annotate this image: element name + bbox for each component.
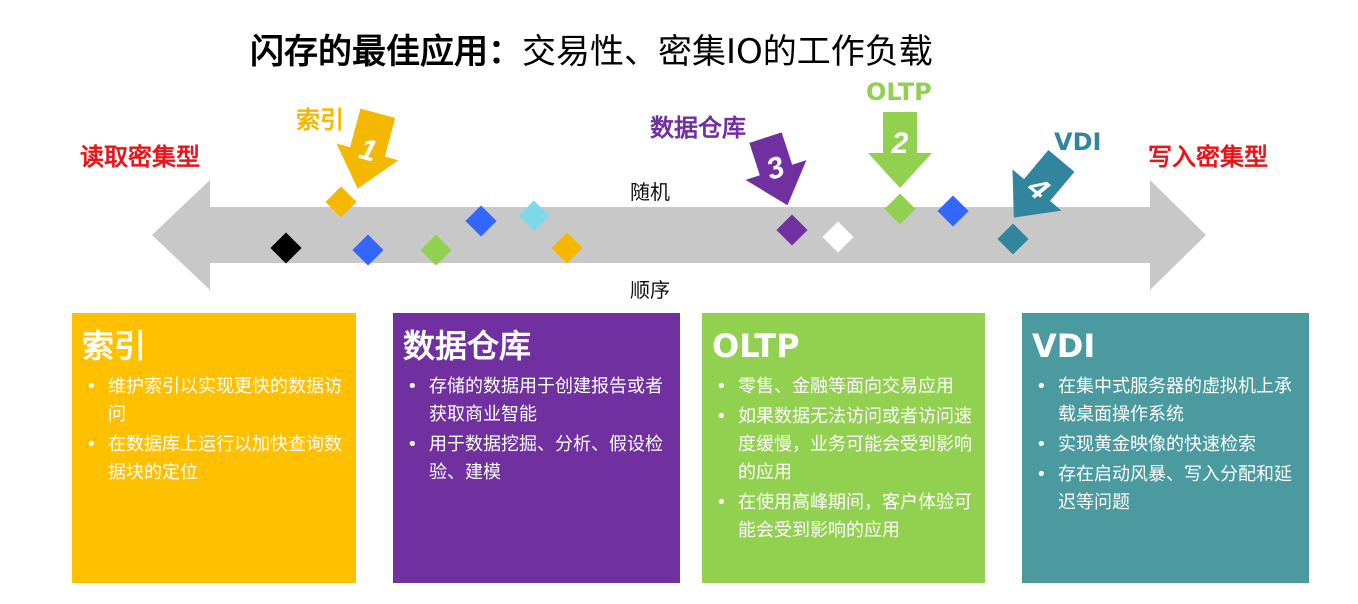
bullet-item: 存在启动风暴、写入分配和延迟等问题 <box>1036 461 1299 517</box>
card-data-warehouse: 数据仓库 存储的数据用于创建报告或者获取商业智能 用于数据挖掘、分析、假设检验、… <box>393 313 680 583</box>
bullet-item: 实现黄金映像的快速检索 <box>1036 431 1299 459</box>
bullet-item: 在集中式服务器的虚拟机上承载桌面操作系统 <box>1036 373 1299 429</box>
write-intensive-label: 写入密集型 <box>1148 143 1268 171</box>
card-oltp: OLTP 零售、金融等面向交易应用 如果数据无法访问或者访问速度缓慢，业务可能会… <box>702 313 985 583</box>
axis-sequential-label: 顺序 <box>630 278 670 302</box>
diamond-marker <box>465 205 497 237</box>
title-rest: 交易性、密集IO的工作负载 <box>522 32 933 72</box>
card-title: 数据仓库 <box>403 327 532 365</box>
diamond-marker <box>352 234 384 266</box>
pointer-arrow-3: 3 <box>745 132 807 206</box>
diamond-marker <box>420 234 452 266</box>
diamond-marker <box>325 186 357 218</box>
card-vdi: VDI 在集中式服务器的虚拟机上承载桌面操作系统 实现黄金映像的快速检索 存在启… <box>1022 313 1309 583</box>
read-intensive-label: 读取密集型 <box>80 143 200 171</box>
card-title: OLTP <box>712 327 800 365</box>
card-index: 索引 维护索引以实现更快的数据访问 在数据库上运行以加快查询数据块的定位 <box>72 313 356 583</box>
workload-axis-diagram: 1 2 3 4 <box>152 108 1206 290</box>
bullet-item: 维护索引以实现更快的数据访问 <box>86 373 346 429</box>
marker-label-oltp: OLTP <box>866 78 932 106</box>
pointer-arrow-1: 1 <box>336 108 399 189</box>
diamond-marker <box>270 232 302 264</box>
card-bullets: 零售、金融等面向交易应用 如果数据无法访问或者访问速度缓慢，业务可能会受到影响的… <box>712 373 975 545</box>
axis-random-label: 随机 <box>630 180 670 204</box>
bullet-item: 在使用高峰期间，客户体验可能会受到影响的应用 <box>716 489 975 545</box>
card-title: 索引 <box>82 327 147 365</box>
page-title: 闪存的最佳应用：交易性、密集IO的工作负载 <box>250 24 933 73</box>
bullet-item: 零售、金融等面向交易应用 <box>716 373 975 401</box>
svg-text:2: 2 <box>891 127 909 160</box>
card-bullets: 存储的数据用于创建报告或者获取商业智能 用于数据挖掘、分析、假设检验、建模 <box>403 373 670 487</box>
card-title: VDI <box>1032 327 1096 365</box>
bullet-item: 用于数据挖掘、分析、假设检验、建模 <box>407 431 670 487</box>
title-bold: 闪存的最佳应用： <box>250 32 522 72</box>
marker-label-index: 索引 <box>296 106 344 134</box>
pointer-arrow-2: 2 <box>868 112 932 188</box>
card-bullets: 维护索引以实现更快的数据访问 在数据库上运行以加快查询数据块的定位 <box>82 373 346 487</box>
bullet-item: 存储的数据用于创建报告或者获取商业智能 <box>407 373 670 429</box>
marker-label-vdi: VDI <box>1054 128 1102 156</box>
card-bullets: 在集中式服务器的虚拟机上承载桌面操作系统 实现黄金映像的快速检索 存在启动风暴、… <box>1032 373 1299 517</box>
marker-label-warehouse: 数据仓库 <box>650 114 746 142</box>
bullet-item: 在数据库上运行以加快查询数据块的定位 <box>86 431 346 487</box>
bullet-item: 如果数据无法访问或者访问速度缓慢，业务可能会受到影响的应用 <box>716 403 975 487</box>
